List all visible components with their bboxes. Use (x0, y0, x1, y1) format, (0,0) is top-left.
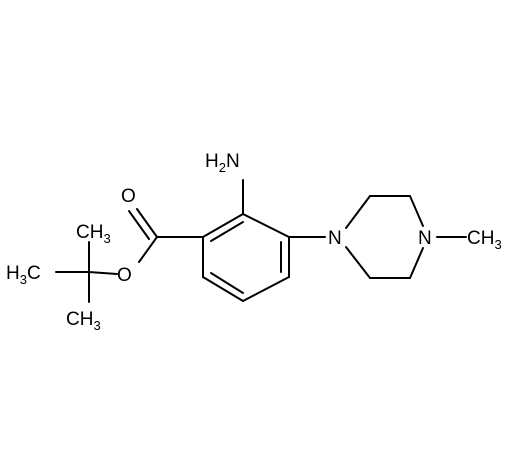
bond-carbonyl-co-a (136, 208, 158, 238)
ester-oxygen-label: O (117, 265, 132, 286)
bond-pip-c6-n1 (345, 246, 371, 279)
bond-carbonyl-co-b (128, 210, 150, 240)
bond-carbonyl-c-ester-o (138, 236, 158, 263)
bond-ring-c2-c3 (242, 213, 290, 238)
bond-pip-n4-c5 (409, 247, 424, 279)
tbu-methyl-left-label: H3C (6, 263, 41, 287)
bond-ring-double-c5-c6 (210, 272, 244, 294)
bond-ring-c1-c2 (202, 213, 244, 238)
bond-ester-o-quaternary-c (88, 271, 118, 275)
benzene-ring (202, 213, 290, 302)
amino-label: H2N (205, 151, 240, 175)
bond-pip-c3-n4 (409, 195, 424, 227)
n-methyl-label: CH3 (467, 228, 502, 252)
bond-ring-double-c1-c2 (210, 221, 244, 242)
bond-pip-n1-c2 (345, 195, 371, 229)
tbu-methyl-bottom-label: CH3 (66, 309, 101, 333)
piperazine-n1-label: N (328, 228, 342, 249)
piperazine-n4-label: N (418, 228, 432, 249)
carbonyl-oxygen-label: O (121, 186, 136, 207)
bond-ring-c5-c6 (202, 276, 244, 302)
tbu-methyl-top-label: CH3 (76, 222, 111, 246)
bond-ring-c4-c5 (242, 276, 290, 302)
piperazine-ring (345, 195, 424, 279)
